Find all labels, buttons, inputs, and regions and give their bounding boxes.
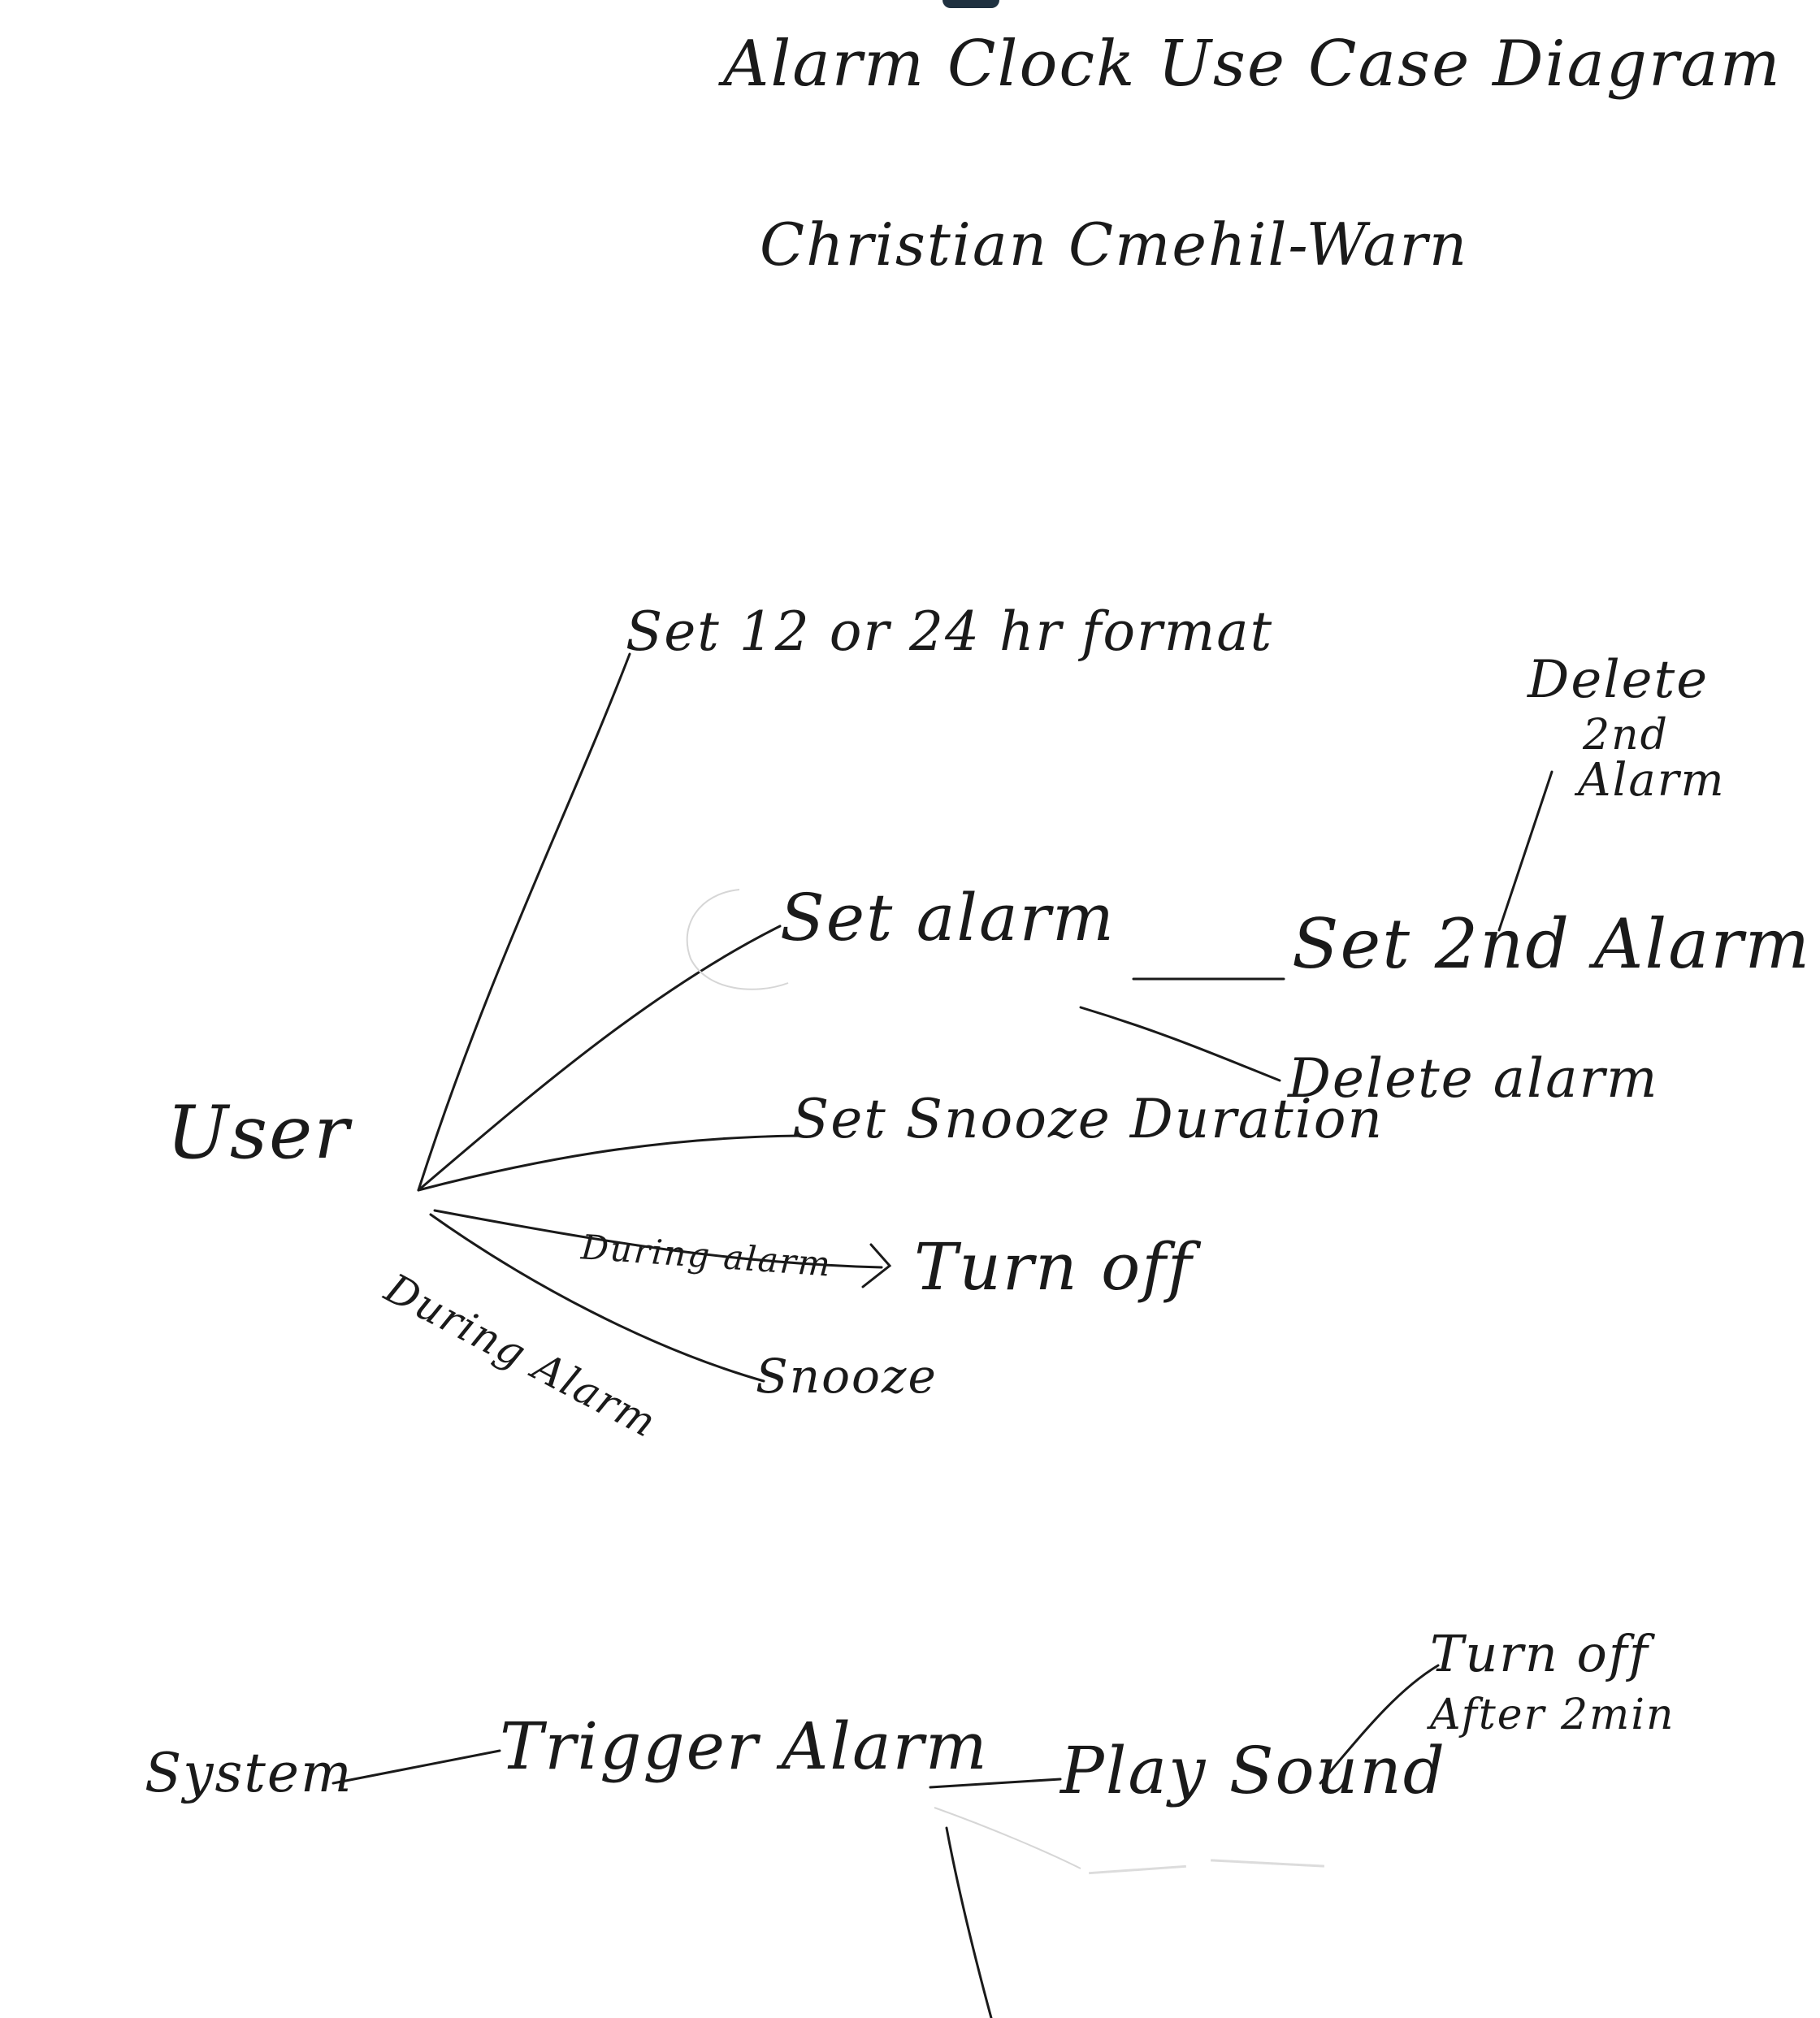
turn-off-after-line-2: After 2min [1430, 1691, 1675, 1739]
use-case-delete-2nd-alarm: Delete 2nd Alarm [1528, 650, 1724, 803]
use-case-set-snooze-duration: Set Snooze Duration [792, 1088, 1384, 1150]
ghost-circle [686, 889, 789, 990]
erased-marks [1072, 1844, 1414, 1893]
diagram-author: Christian Cmehil-Warn [760, 210, 1469, 279]
actor-system: System [145, 1742, 353, 1804]
line-2nd-delete-2nd [1497, 770, 1554, 932]
arrowhead-turn-off [861, 1243, 892, 1288]
actor-user: User [167, 1090, 351, 1176]
use-case-trigger-alarm: Trigger Alarm [500, 1708, 989, 1784]
erased-mark-a [1089, 1864, 1186, 1875]
line-play-turnoff [1319, 1664, 1440, 1785]
line-user-set-snooze [417, 1134, 802, 1192]
delete-2nd-alarm-line-1: Delete [1528, 650, 1710, 710]
line-alarm-down [945, 1826, 993, 2018]
ghost-alarm-line [934, 1807, 1081, 1869]
use-case-set-alarm: Set alarm [780, 880, 1116, 955]
line-user-snooze [429, 1213, 765, 1383]
line-user-turn-off [433, 1209, 883, 1269]
delete-2nd-alarm-line-2: 2nd [1583, 711, 1669, 760]
turn-off-after-line-1: Turn off [1430, 1624, 1649, 1683]
top-edge-mark [942, 0, 999, 8]
line-alarm-play [929, 1778, 1062, 1789]
use-case-set-2nd-alarm: Set 2nd Alarm [1292, 904, 1812, 984]
line-system-trigger [332, 1749, 501, 1785]
use-case-turn-off-after: Turn off After 2min [1430, 1624, 1675, 1737]
use-case-delete-alarm: Delete alarm [1288, 1047, 1659, 1110]
delete-2nd-alarm-line-3: Alarm [1578, 754, 1726, 807]
use-case-set-format: Set 12 or 24 hr format [626, 600, 1274, 663]
use-case-play-sound: Play Sound [1060, 1733, 1446, 1808]
line-set-alarm-delete [1079, 1006, 1281, 1082]
line-user-set-format [417, 652, 631, 1192]
use-case-snooze: Snooze [756, 1349, 938, 1404]
use-case-turn-off: Turn off [914, 1229, 1194, 1305]
erased-mark-b [1211, 1859, 1324, 1868]
diagram-title: Alarm Clock Use Case Diagram [723, 28, 1782, 101]
line-user-set-alarm [417, 925, 782, 1192]
